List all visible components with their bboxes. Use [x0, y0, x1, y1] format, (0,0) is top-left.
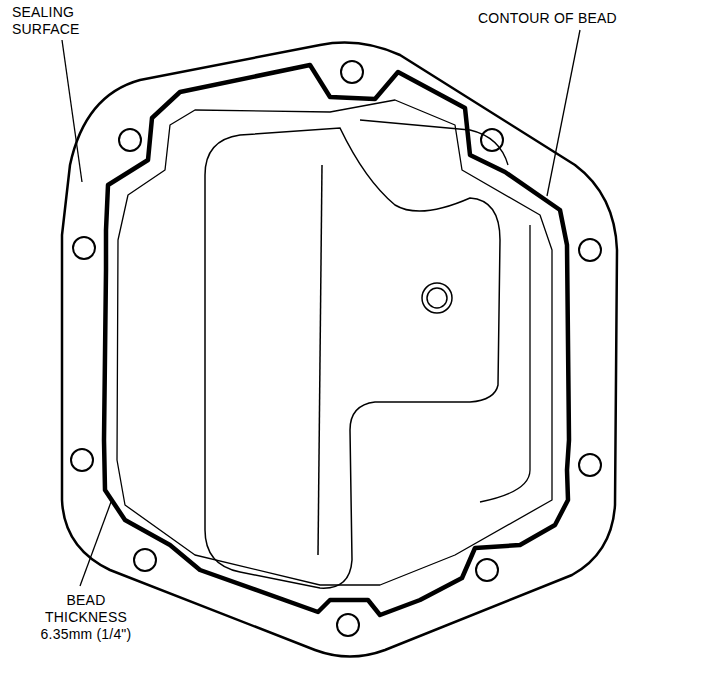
dome-contour	[480, 225, 530, 502]
bolt-hole	[579, 454, 601, 476]
fill-plug	[422, 283, 452, 313]
bolt-hole	[337, 614, 359, 636]
bolt-hole	[119, 129, 141, 151]
bolt-holes	[71, 61, 601, 636]
leader-line	[62, 40, 82, 182]
part-label: CONTOUR OF BEAD	[478, 10, 617, 27]
bolt-hole	[71, 449, 93, 471]
bolt-hole	[73, 237, 95, 259]
cover-dome	[205, 128, 500, 588]
leader-line	[80, 502, 111, 586]
flange-inner-edge	[117, 100, 552, 585]
bolt-hole	[579, 239, 601, 261]
bolt-hole	[476, 559, 498, 581]
part-label: SEALING SURFACE	[12, 4, 102, 38]
leader-line	[547, 30, 580, 196]
cover-outline	[62, 43, 617, 657]
bolt-hole	[341, 61, 363, 83]
bolt-hole	[134, 549, 156, 571]
sealant-bead	[104, 65, 569, 615]
part-label: BEAD THICKNESS 6.35mm (1/4")	[30, 592, 142, 642]
dome-rib	[318, 165, 322, 555]
fill-plug	[427, 288, 447, 308]
dome-contour	[360, 120, 508, 165]
leader-lines	[62, 30, 580, 586]
